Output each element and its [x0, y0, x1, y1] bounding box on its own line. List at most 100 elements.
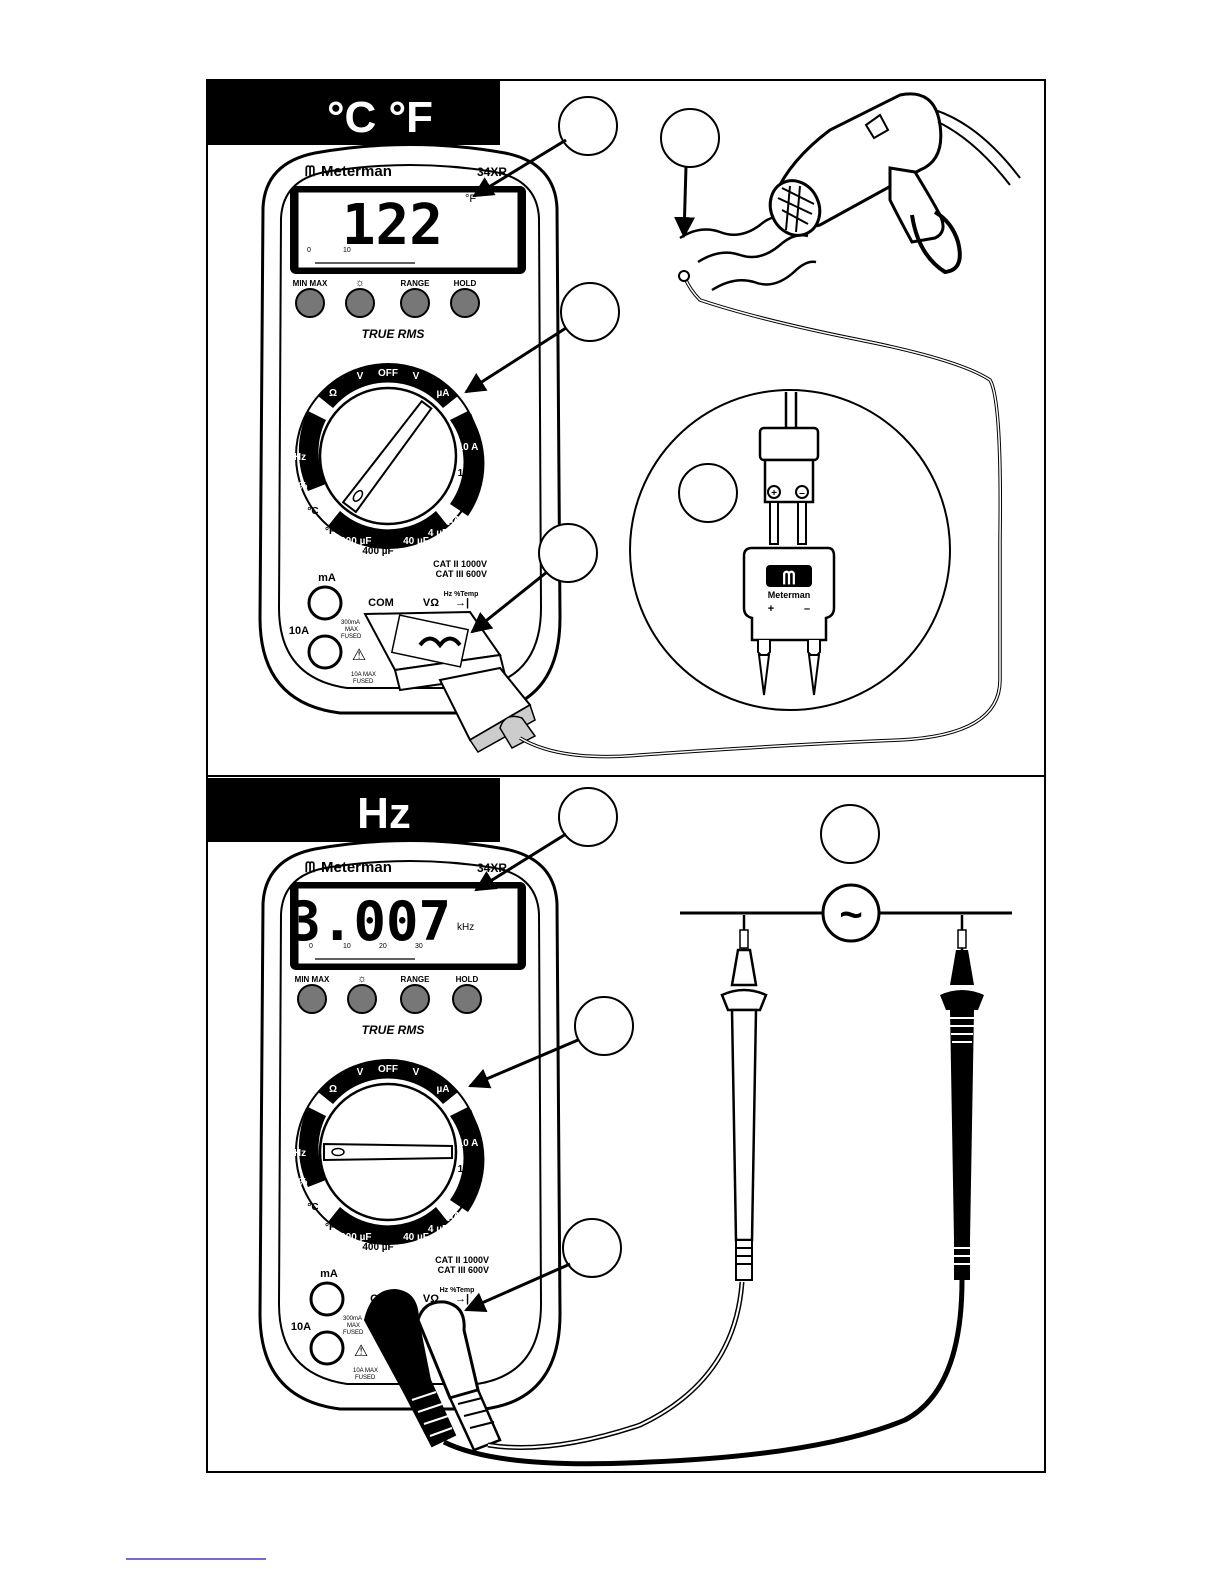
panel-frequency: Hz ᗰ Meterman 34XR 3.007 kHz 0 10 20 30 … [208, 778, 1012, 1467]
dial-label-4000uf: 4000 µF [335, 536, 372, 547]
dial-label-ma-ac: mA [456, 493, 472, 504]
dial-band [328, 1207, 448, 1245]
meter-logo-icon: ᗰ [305, 859, 315, 875]
ma-jack[interactable] [307, 585, 343, 621]
panel-heading: Hz [357, 789, 411, 838]
button-label: HOLD [454, 279, 477, 288]
fuse-label: 300mA [341, 620, 360, 626]
dial-label-ma-ac: mA [456, 1189, 472, 1200]
rotary-dial: Ω V OFF V µA mA 10 A 10 A mA µA 4 µF 40 … [294, 1059, 485, 1253]
dial-label-ua-dc: µA [437, 388, 450, 399]
callout-circle [574, 996, 634, 1056]
fuse-label: 300mA [343, 1316, 362, 1322]
thermocouple-adapter [363, 610, 537, 753]
adapter-polarity-plus: + [768, 603, 774, 615]
adapter-polarity-minus: – [804, 603, 810, 615]
min-max-button[interactable] [295, 288, 325, 318]
hold-button[interactable] [452, 984, 482, 1014]
dial-label-off: OFF [378, 368, 398, 379]
lcd-reading: 122 [342, 193, 443, 258]
backlight-button[interactable] [345, 288, 375, 318]
callout-circle [558, 787, 618, 847]
dial-label-vac: V [357, 1067, 364, 1078]
dial-label-off: OFF [378, 1064, 398, 1075]
dial-label-40uf: 40 µF [403, 1232, 429, 1243]
callout-circle [538, 523, 598, 583]
button-label: ☼ [357, 973, 367, 985]
diode-icon: →| [455, 1293, 469, 1305]
dial-band [318, 363, 458, 408]
cat-rating: CAT III 600V [436, 569, 487, 579]
black-test-lead [442, 1279, 965, 1467]
callout-arrow [464, 326, 567, 394]
dial-label-40uf: 40 µF [403, 536, 429, 547]
dial-band [318, 1059, 458, 1104]
cat-rating: CAT II 1000V [433, 559, 487, 569]
callout-circle [678, 463, 738, 523]
bargraph-tick: 10 [343, 247, 351, 254]
bargraph-tick: 0 [309, 943, 313, 950]
jack-label-ma: mA [320, 1268, 338, 1280]
dial-label-vac: V [357, 371, 364, 382]
dial-label-fahrenheit: °F [325, 526, 335, 537]
callout-arrow [472, 138, 567, 198]
dial-labels: Ω V OFF V µA mA 10 A 10 A mA µA 4 µF 40 … [294, 368, 479, 557]
brand-label: Meterman [321, 163, 392, 180]
ac-source-icon: ~ [839, 893, 862, 937]
diode-icon: →| [455, 597, 469, 609]
warning-icon: ⚠ [354, 1343, 368, 1360]
dial-label-ma-dc: mA [458, 1109, 474, 1120]
dial-label-10a-dc: 10 A [458, 1138, 479, 1149]
svg-text:–: – [799, 488, 805, 499]
ma-jack[interactable] [309, 1281, 345, 1317]
callout-circle [558, 96, 618, 156]
dial-label-400uf: 400 µF [362, 1242, 393, 1253]
red-probe [720, 915, 768, 1281]
adapter-logo-icon: ᗰ [783, 568, 796, 588]
fuse-label: FUSED [353, 679, 374, 685]
callout-circle [820, 804, 880, 864]
button-row: MIN MAX ☼ RANGE HOLD [295, 973, 482, 1014]
panel-heading: °C °F [327, 93, 433, 142]
dial-band [298, 1107, 326, 1187]
dial-label-ohm: Ω [329, 1084, 337, 1095]
red-test-lead-inner [487, 1281, 743, 1449]
jack-label-com: COM [368, 597, 394, 609]
lcd-unit: kHz [457, 922, 474, 933]
lcd-reading: 3.007 [288, 890, 451, 953]
dial-label-percent: % [299, 1177, 308, 1188]
range-button[interactable] [400, 288, 430, 318]
button-label: RANGE [401, 975, 431, 984]
thermocouple-bead [678, 270, 690, 282]
hold-button[interactable] [450, 288, 480, 318]
fuse-label: 10A MAX [353, 1368, 378, 1374]
callout-circle [562, 1218, 622, 1278]
dial-labels: Ω V OFF V µA mA 10 A 10 A mA µA 4 µF 40 … [294, 1064, 479, 1253]
dial-label-10a-ac: 10 A [458, 468, 479, 479]
plus-terminal-icon [767, 485, 781, 499]
ten-amp-jack[interactable] [307, 634, 343, 670]
button-label: RANGE [401, 279, 431, 288]
dial-label-celsius: °C [307, 1202, 318, 1213]
range-button[interactable] [400, 984, 430, 1014]
heat-gun-icon [768, 92, 1021, 275]
fuse-label: FUSED [343, 1330, 364, 1336]
ten-amp-jack[interactable] [309, 1330, 345, 1366]
panel-temperature: °C °F ᗰ Meterman 34XR 122 °F 0 10 MIN MA… [208, 81, 1021, 759]
multimeter: ᗰ Meterman 34XR 122 °F 0 10 MIN MAX ☼ RA… [258, 143, 562, 715]
bargraph: 0 10 20 30 [309, 943, 423, 950]
black-probe [940, 915, 984, 1280]
brand-label: Meterman [321, 859, 392, 876]
knob-pointer [323, 1142, 453, 1162]
backlight-button[interactable] [347, 984, 377, 1014]
dial-label-4uf: 4 µF [428, 1224, 448, 1235]
dial-label-10a-dc: 10 A [458, 442, 479, 453]
dial-band [450, 411, 485, 516]
bargraph-tick: 10 [343, 943, 351, 950]
button-label: HOLD [456, 975, 479, 984]
min-max-button[interactable] [297, 984, 327, 1014]
fuse-label: FUSED [341, 634, 362, 640]
dial-label-4000uf: 4000 µF [335, 1232, 372, 1243]
cat-rating: CAT III 600V [438, 1265, 489, 1275]
button-label: MIN MAX [295, 975, 330, 984]
